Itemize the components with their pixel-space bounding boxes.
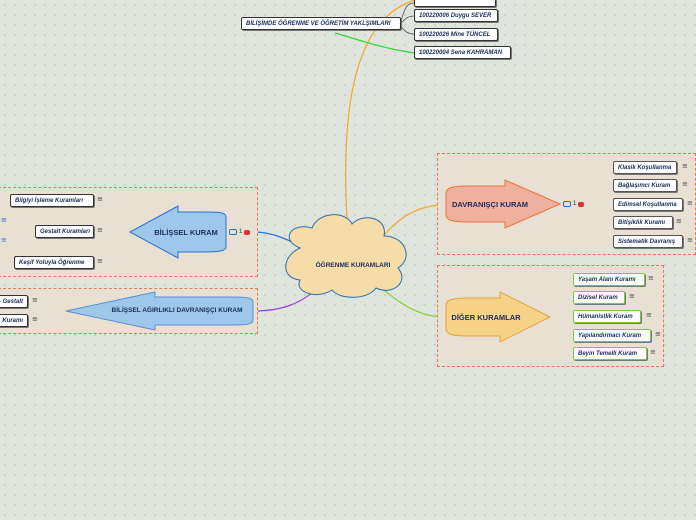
note-icon: ≡ bbox=[97, 257, 103, 265]
top-child-3[interactable]: 100220004 Sena KAHRAMAN bbox=[414, 46, 511, 59]
diger-child-4[interactable]: Yapılandırmacı Kuram bbox=[573, 329, 651, 342]
comment-icon bbox=[563, 201, 571, 207]
davranisci-child-3[interactable]: Edimsel Koşullanma bbox=[613, 198, 683, 211]
central-topic-label[interactable]: ÖĞRENME KURAMLARI bbox=[315, 262, 391, 269]
note-icon: ≡ bbox=[676, 217, 682, 225]
davranisci-note-badge[interactable]: 1 bbox=[563, 201, 585, 207]
note-icon: ≡ bbox=[646, 311, 652, 319]
bilissel-note-count: 1 bbox=[239, 229, 243, 235]
davranisci-child-5[interactable]: Sistematik Davranış bbox=[613, 235, 683, 248]
davranisci-note-count: 1 bbox=[573, 201, 577, 207]
note-icon: ≡ bbox=[97, 195, 103, 203]
davranisci-child-4[interactable]: Bitişiklik Kuramı bbox=[613, 216, 673, 229]
diger-child-1[interactable]: Yaşam Alanı Kuramı bbox=[573, 273, 645, 286]
link-top-3 bbox=[399, 2, 416, 26]
note-icon: ≡ bbox=[687, 236, 693, 244]
note-icon: ≡ bbox=[655, 330, 661, 338]
note-icon: ≡ bbox=[629, 292, 635, 300]
top-child-1[interactable]: 100220006 Duygu SEVER bbox=[414, 9, 498, 22]
alert-icon bbox=[244, 229, 251, 235]
note-icon: ≡ bbox=[32, 315, 38, 323]
davranisci-child-1[interactable]: Klasik Koşullanma bbox=[613, 161, 677, 174]
note-icon: ≡ bbox=[648, 274, 654, 282]
note-icon: ≡ bbox=[687, 199, 693, 207]
link-central-diger bbox=[374, 281, 446, 318]
diger-child-2[interactable]: Dizisel Kuram bbox=[573, 291, 625, 304]
link-top-orange bbox=[345, 0, 416, 237]
link-central-agirlikli bbox=[252, 285, 321, 312]
link-central-davranisci bbox=[379, 204, 446, 241]
davranisci-child-2[interactable]: Bağlaşımcı Kuram bbox=[613, 179, 677, 192]
bilissel-child-3[interactable]: Keşif Yoluyla Öğrenme bbox=[14, 256, 94, 269]
alert-icon bbox=[578, 201, 585, 207]
diger-child-3[interactable]: Hümanistlik Kuram bbox=[573, 310, 641, 323]
note-icon: ≡ bbox=[650, 348, 656, 356]
diger-child-5[interactable]: Beyin Temelli Kuram bbox=[573, 347, 647, 360]
bilissel-note-badge[interactable]: 1 bbox=[229, 229, 251, 235]
bilissel-child-1[interactable]: Bilgiyi İşleme Kuramları bbox=[10, 194, 94, 207]
bilissel-label[interactable]: BİLİŞSEL KURAM bbox=[154, 228, 218, 237]
note-icon: ≡ bbox=[97, 226, 103, 234]
note-icon: ≡ bbox=[1, 216, 7, 224]
note-icon: ≡ bbox=[682, 180, 688, 188]
link-top-2 bbox=[399, 24, 416, 35]
comment-icon bbox=[229, 229, 237, 235]
top-child-2[interactable]: 100220026 Mine TÜNCEL bbox=[414, 28, 498, 41]
agirlikli-child-1[interactable]: – Gestalt bbox=[0, 295, 28, 308]
note-icon: ≡ bbox=[1, 236, 7, 244]
link-top-1 bbox=[399, 15, 416, 26]
bilissel-child-2[interactable]: Gestalt Kuramları bbox=[35, 225, 94, 238]
note-icon: ≡ bbox=[682, 162, 688, 170]
davranisci-label[interactable]: DAVRANIŞÇI KURAM bbox=[451, 200, 529, 209]
top-partial-node[interactable] bbox=[414, 0, 496, 7]
link-top-green bbox=[334, 32, 416, 54]
bilissel-agirlikli-label[interactable]: BİLİŞSEL AĞIRLIKLI DAVRANIŞÇI KURAM bbox=[111, 307, 243, 314]
link-central-bilissel bbox=[253, 231, 301, 247]
agirlikli-child-2[interactable]: Kuramı bbox=[0, 314, 28, 327]
note-icon: ≡ bbox=[32, 296, 38, 304]
top-branch-topic[interactable]: BİLİŞİMDE ÖĞRENME VE ÖĞRETİM YAKLŞIMLARI bbox=[241, 17, 401, 30]
diger-label[interactable]: DİĞER KURAMLAR bbox=[451, 313, 521, 322]
